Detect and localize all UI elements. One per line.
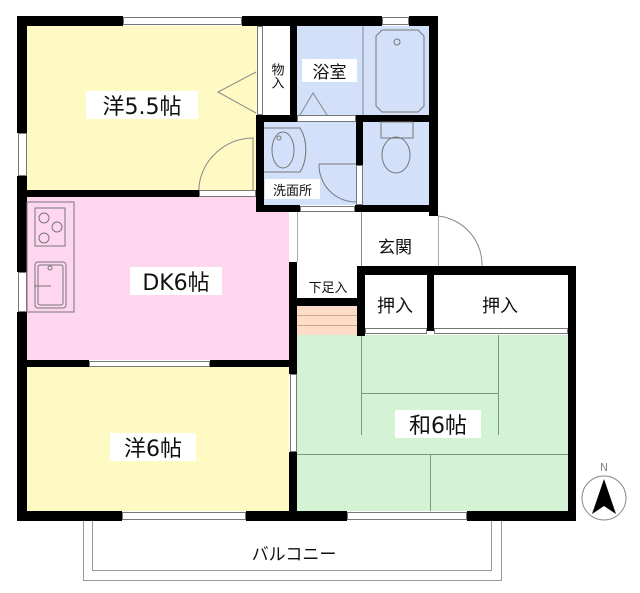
window <box>347 512 467 520</box>
wall <box>17 190 199 197</box>
window <box>122 512 246 520</box>
tatami-line <box>430 454 431 511</box>
balcony-outline <box>83 521 502 581</box>
wall <box>17 16 27 133</box>
label-balcony: バルコニー <box>251 544 337 565</box>
step-line <box>297 315 357 316</box>
wall <box>357 266 576 275</box>
door-opening <box>356 165 363 205</box>
tatami-line <box>361 335 362 435</box>
door-opening <box>297 115 356 122</box>
label-western-6: 洋6帖 <box>110 433 196 462</box>
window <box>18 133 27 176</box>
entrance-divider <box>297 212 298 262</box>
compass-north-label: N <box>599 460 609 474</box>
balcony-inner-outline <box>92 521 492 571</box>
window <box>300 206 355 212</box>
wall <box>17 360 89 367</box>
wall <box>290 16 297 115</box>
wall <box>290 298 360 306</box>
wall <box>289 452 297 521</box>
wall <box>467 511 575 521</box>
label-dining-kitchen: DK6帖 <box>130 267 222 296</box>
label-closet-1: 押入 <box>369 292 421 318</box>
wall <box>356 115 363 165</box>
wall <box>17 16 123 26</box>
step-line <box>297 325 357 326</box>
wall <box>17 511 122 521</box>
entrance-divider <box>361 212 362 266</box>
entrance-step <box>297 306 357 335</box>
window <box>89 361 210 367</box>
label-storage-small: 物入 <box>265 58 287 94</box>
label-western-5-5: 洋5.5帖 <box>86 91 198 120</box>
window <box>123 17 242 25</box>
window <box>290 374 297 452</box>
label-bathroom: 浴室 <box>302 59 357 83</box>
wall <box>357 266 365 336</box>
wall <box>256 115 264 212</box>
wall <box>242 16 382 26</box>
label-japanese-6: 和6帖 <box>395 410 481 439</box>
window <box>382 17 409 25</box>
wall <box>17 312 27 521</box>
label-entrance: 玄関 <box>372 233 418 258</box>
sliding-door <box>434 328 568 334</box>
label-washroom: 洗面所 <box>265 179 320 199</box>
wall <box>355 205 438 212</box>
wall <box>427 266 434 331</box>
wall <box>210 360 290 367</box>
sliding-door <box>365 328 427 334</box>
tatami-line <box>297 454 568 455</box>
label-storage-small-text: 物入 <box>268 63 284 89</box>
wall <box>409 16 438 26</box>
wall <box>289 262 297 374</box>
wall <box>256 205 300 212</box>
label-closet-2: 押入 <box>470 292 530 318</box>
room-toilet <box>363 122 429 205</box>
window <box>199 190 256 197</box>
tatami-line <box>362 393 498 394</box>
door-frame <box>438 216 439 266</box>
tatami-line <box>498 335 499 435</box>
label-shoe-storage: 下足入 <box>301 276 355 296</box>
storage-door <box>257 26 263 115</box>
wall <box>17 176 27 272</box>
wall <box>568 266 576 521</box>
